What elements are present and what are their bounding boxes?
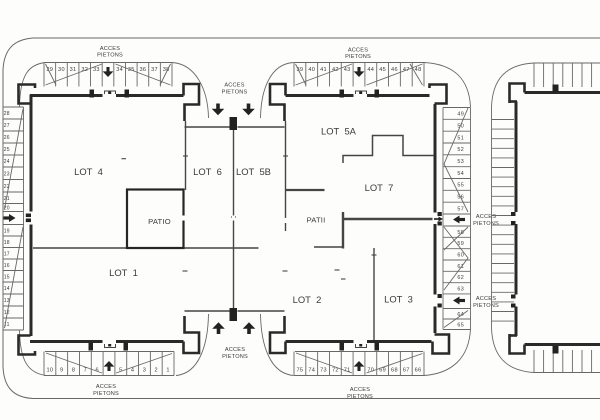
svg-text:PATII: PATII: [307, 216, 326, 225]
svg-text:4: 4: [131, 368, 134, 374]
svg-text:5: 5: [119, 368, 122, 374]
svg-text:PIETONS: PIETONS: [222, 354, 248, 360]
svg-text:24: 24: [4, 159, 10, 165]
svg-text:38: 38: [163, 67, 170, 73]
svg-text:72: 72: [332, 368, 339, 374]
svg-text:ACCES: ACCES: [225, 347, 245, 353]
svg-text:12: 12: [4, 310, 10, 316]
svg-text:30: 30: [58, 67, 65, 73]
svg-text:64: 64: [457, 312, 464, 318]
svg-text:PIETONS: PIETONS: [473, 221, 499, 227]
svg-text:55: 55: [457, 183, 464, 189]
svg-text:71: 71: [344, 368, 351, 374]
svg-text:70: 70: [367, 368, 374, 374]
svg-text:ACCES: ACCES: [96, 384, 116, 390]
svg-text:PIETONS: PIETONS: [93, 391, 119, 397]
svg-text:LOT 7: LOT 7: [365, 182, 394, 193]
svg-text:54: 54: [457, 171, 464, 177]
svg-text:10: 10: [46, 368, 53, 374]
svg-text:8: 8: [72, 368, 75, 374]
svg-text:6: 6: [95, 368, 98, 374]
svg-text:45: 45: [379, 67, 386, 73]
svg-text:34: 34: [116, 67, 123, 73]
svg-text:22: 22: [4, 184, 10, 190]
svg-text:3: 3: [143, 368, 146, 374]
svg-text:20: 20: [4, 206, 10, 212]
svg-text:37: 37: [151, 67, 158, 73]
svg-text:40: 40: [308, 67, 315, 73]
svg-text:PIETONS: PIETONS: [97, 53, 123, 59]
svg-text:16: 16: [4, 263, 10, 269]
svg-text:19: 19: [4, 228, 10, 234]
svg-text:39: 39: [296, 67, 303, 73]
svg-text:ACCES: ACCES: [350, 387, 370, 393]
svg-text:61: 61: [457, 264, 464, 270]
svg-text:69: 69: [379, 368, 386, 374]
svg-text:2: 2: [155, 368, 158, 374]
svg-text:62: 62: [457, 275, 464, 281]
svg-text:74: 74: [308, 368, 315, 374]
svg-text:66: 66: [415, 368, 422, 374]
svg-text:23: 23: [4, 171, 10, 177]
svg-text:LOT 4: LOT 4: [74, 166, 103, 177]
svg-text:29: 29: [46, 67, 53, 73]
svg-text:52: 52: [457, 147, 464, 153]
svg-text:25: 25: [4, 147, 10, 153]
svg-text:41: 41: [320, 67, 327, 73]
svg-text:PIETONS: PIETONS: [222, 90, 248, 96]
svg-text:LOT 1: LOT 1: [109, 267, 138, 278]
svg-text:28: 28: [4, 111, 10, 117]
svg-text:46: 46: [391, 67, 398, 73]
svg-text:LOT 3: LOT 3: [384, 294, 413, 305]
svg-text:59: 59: [457, 241, 464, 247]
svg-text:13: 13: [4, 298, 10, 304]
svg-text:LOT 5B: LOT 5B: [236, 166, 271, 177]
svg-text:7: 7: [84, 368, 87, 374]
svg-text:ACCES: ACCES: [224, 83, 244, 89]
svg-text:1: 1: [166, 368, 169, 374]
svg-text:18: 18: [4, 240, 10, 246]
svg-text:53: 53: [457, 159, 464, 165]
svg-text:33: 33: [93, 67, 100, 73]
svg-text:44: 44: [367, 67, 374, 73]
svg-text:60: 60: [457, 253, 464, 259]
svg-text:49: 49: [457, 112, 464, 118]
svg-text:PIETONS: PIETONS: [345, 54, 371, 60]
svg-text:57: 57: [457, 206, 464, 212]
svg-text:LOT 6: LOT 6: [193, 166, 222, 177]
svg-text:73: 73: [320, 368, 327, 374]
svg-text:75: 75: [296, 368, 303, 374]
svg-text:LOT 2: LOT 2: [293, 294, 322, 305]
svg-text:PIETONS: PIETONS: [347, 394, 373, 400]
svg-text:LOT 5A: LOT 5A: [321, 126, 357, 137]
svg-text:ACCES: ACCES: [476, 214, 496, 220]
svg-text:17: 17: [4, 251, 10, 257]
svg-text:65: 65: [457, 323, 464, 329]
svg-text:PATIO: PATIO: [148, 217, 171, 226]
svg-text:9: 9: [60, 368, 63, 374]
svg-text:31: 31: [70, 67, 77, 73]
svg-text:15: 15: [4, 274, 10, 280]
svg-text:36: 36: [139, 67, 146, 73]
svg-text:68: 68: [391, 368, 398, 374]
svg-text:ACCES: ACCES: [476, 296, 496, 302]
svg-text:11: 11: [4, 322, 10, 328]
svg-text:ACCES: ACCES: [348, 48, 368, 54]
svg-text:58: 58: [457, 230, 464, 236]
svg-text:ACCES: ACCES: [100, 46, 120, 52]
svg-text:26: 26: [4, 135, 10, 141]
svg-text:63: 63: [457, 287, 464, 293]
svg-text:48: 48: [415, 67, 422, 73]
svg-text:27: 27: [4, 123, 10, 129]
svg-text:51: 51: [457, 135, 464, 141]
svg-text:67: 67: [403, 368, 410, 374]
svg-text:14: 14: [4, 286, 10, 292]
svg-text:PIETONS: PIETONS: [473, 303, 499, 309]
svg-text:43: 43: [344, 67, 351, 73]
